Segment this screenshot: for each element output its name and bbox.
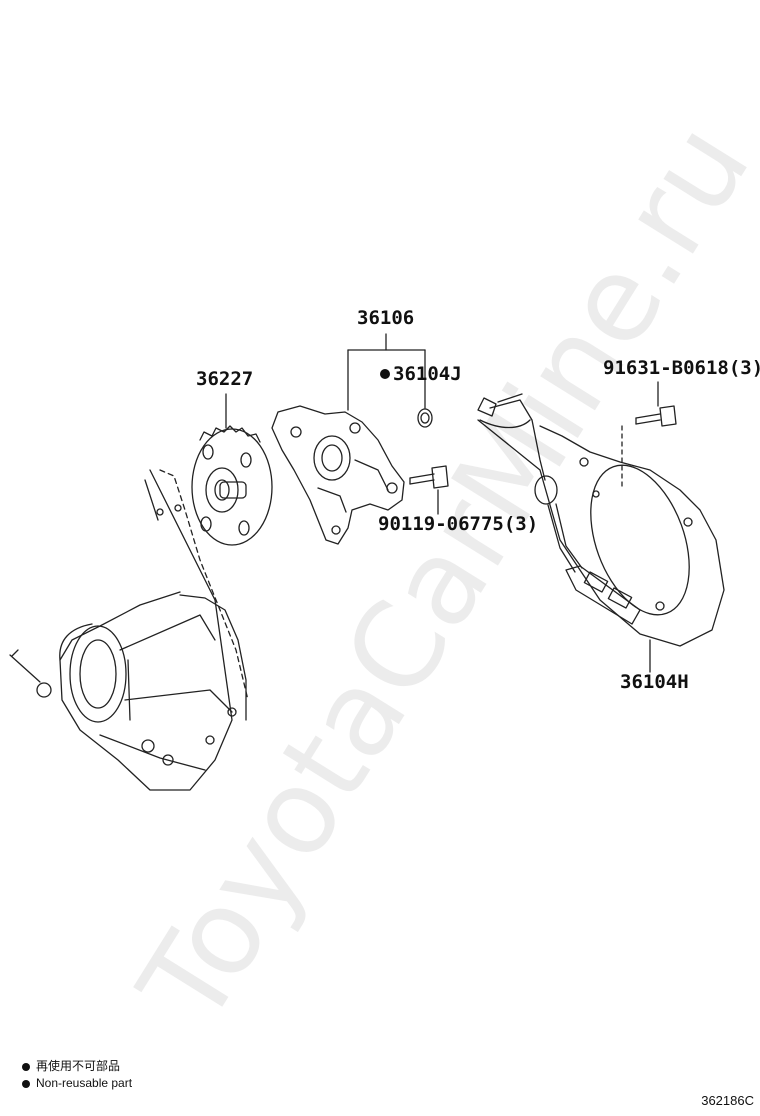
label-36227[interactable]: 36227 [196, 368, 254, 390]
legend-en-text: Non-reusable part [36, 1076, 133, 1090]
pump-body-36106 [271, 333, 426, 545]
legend: 再使用不可部品 Non-reusable part [22, 1058, 132, 1092]
label-91631[interactable]: 91631-B0618(3) [603, 357, 760, 379]
label-36104j-group[interactable]: 36104J [380, 363, 462, 385]
filled-dot-icon [22, 1062, 30, 1071]
label-36104h[interactable]: 36104H [620, 671, 689, 693]
legend-row-en: Non-reusable part [22, 1075, 132, 1092]
non-reusable-dot-icon [380, 369, 390, 379]
cover-plate-36104h [477, 393, 725, 673]
engine-housing [9, 469, 249, 791]
legend-jp-text: 再使用不可部品 [36, 1059, 121, 1073]
label-36106[interactable]: 36106 [357, 307, 415, 329]
legend-row-jp: 再使用不可部品 [22, 1058, 132, 1075]
bolt-91631 [621, 381, 677, 487]
o-ring-36104j [417, 408, 433, 428]
bolt-90119 [409, 465, 449, 515]
gear-36227 [191, 393, 273, 546]
diagram-code: 362186C [701, 1093, 754, 1108]
label-90119[interactable]: 90119-06775(3) [378, 513, 539, 535]
label-36104j: 36104J [393, 363, 462, 385]
filled-dot-icon [22, 1079, 30, 1088]
